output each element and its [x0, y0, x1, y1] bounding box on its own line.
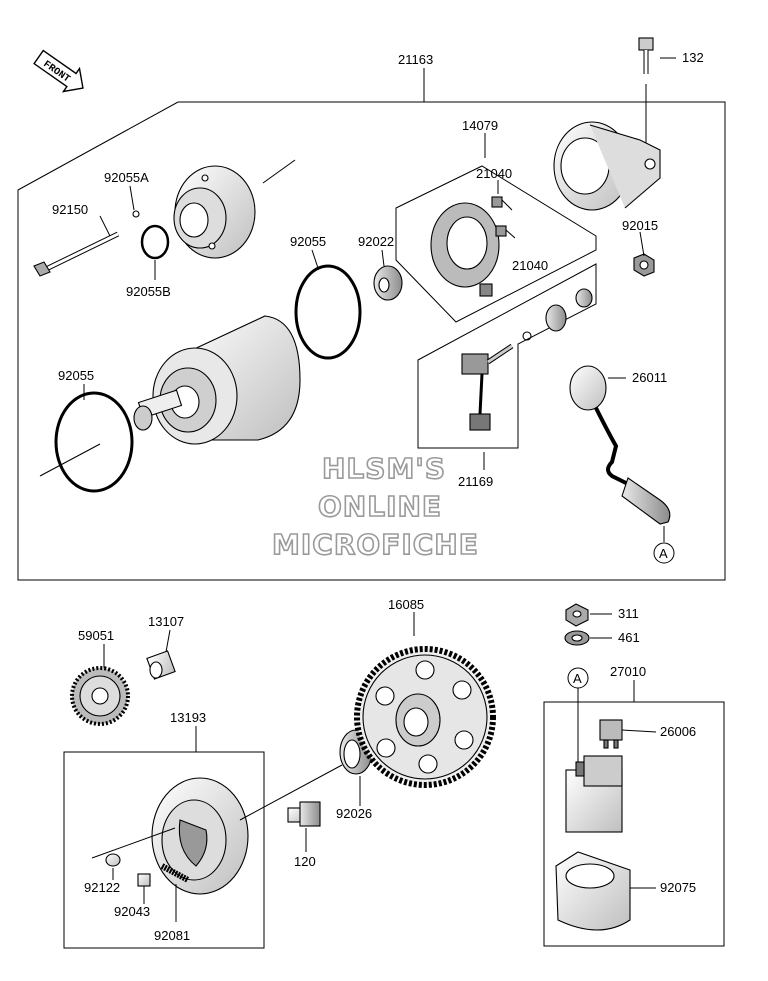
label-92122: 92122: [84, 880, 120, 895]
label-311: 311: [618, 606, 639, 621]
shaft-13107: [146, 650, 176, 680]
reference-marker-a-lower: A: [567, 667, 589, 689]
label-92055a: 92055A: [104, 170, 149, 185]
brush-plate-frame: [395, 165, 597, 323]
brush-21040-b: [495, 225, 516, 239]
label-27010: 27010: [610, 664, 646, 679]
o-ring-92055a: [132, 210, 140, 218]
label-13107: 13107: [148, 614, 184, 629]
label-13193: 13193: [170, 710, 206, 725]
roller-92122: [105, 853, 121, 867]
label-92150: 92150: [52, 202, 88, 217]
part-labels: 21163 132 14079 21040 21040 92015 92055A…: [52, 50, 704, 943]
gear-16085: [354, 646, 496, 788]
nut-311: [565, 603, 589, 627]
bolt-132: [638, 37, 654, 74]
o-ring-92055-left: [54, 391, 134, 493]
label-92022: 92022: [358, 234, 394, 249]
nut-92015: [633, 253, 655, 277]
label-59051: 59051: [78, 628, 114, 643]
starter-motor-assembly-frame: [17, 101, 726, 581]
label-92055b: 92055B: [126, 284, 171, 299]
starter-clutch-frame: [63, 751, 265, 949]
fuse-26006: [599, 719, 623, 749]
label-92081: 92081: [154, 928, 190, 943]
watermark-line-3: MICROFICHE: [272, 528, 479, 561]
gear-59051: [70, 666, 130, 726]
label-21040-b: 21040: [512, 258, 548, 273]
brush-21040-a: [491, 196, 513, 211]
marker-a-upper-label: A: [659, 546, 668, 561]
label-92015: 92015: [622, 218, 658, 233]
label-21040-a: 21040: [476, 166, 512, 181]
label-92075: 92075: [660, 880, 696, 895]
o-ring-92055-top: [294, 264, 362, 360]
label-92026: 92026: [336, 806, 372, 821]
washer-461: [564, 630, 590, 646]
brush-holder-14079: [430, 202, 500, 297]
long-bolt-92150: [33, 231, 120, 277]
starter-relay-frame: [543, 701, 725, 947]
label-21163: 21163: [398, 52, 433, 67]
spring-92081: [160, 863, 190, 883]
starter-relay-27010: [565, 755, 623, 833]
starter-rear-cover: [553, 121, 661, 211]
label-16085: 16085: [388, 597, 424, 612]
starter-front-cover: [173, 165, 256, 259]
shaft-120: [287, 801, 321, 827]
reference-marker-a-upper: A: [653, 542, 675, 564]
starter-clutch-13193: [151, 777, 249, 895]
watermark-line-1: HLSM'S: [322, 452, 446, 485]
label-132: 132: [682, 50, 704, 65]
label-26006: 26006: [660, 724, 696, 739]
starter-motor-yoke: [133, 315, 301, 445]
leader-lines: [83, 57, 676, 922]
o-ring-92055b: [140, 224, 170, 260]
label-92043: 92043: [114, 904, 150, 919]
label-92055-left: 92055: [58, 368, 94, 383]
label-92055-top: 92055: [290, 234, 326, 249]
watermark-line-2: ONLINE: [318, 490, 442, 523]
relay-cover-92075: [555, 851, 631, 931]
terminal-set-21169: [461, 288, 593, 431]
label-26011: 26011: [632, 370, 667, 385]
label-461: 461: [618, 630, 640, 645]
label-21169: 21169: [458, 474, 493, 489]
terminal-set-frame: [417, 263, 597, 449]
marker-a-lower-label: A: [573, 671, 582, 686]
plunger-92043: [137, 873, 151, 887]
front-arrow-icon: FRONT: [33, 49, 84, 93]
washer-92022: [373, 265, 403, 301]
watermark: HLSM'S ONLINE MICROFICHE: [271, 451, 479, 562]
label-120: 120: [294, 854, 316, 869]
starter-cable-26011: [569, 365, 671, 525]
label-14079: 14079: [462, 118, 498, 133]
